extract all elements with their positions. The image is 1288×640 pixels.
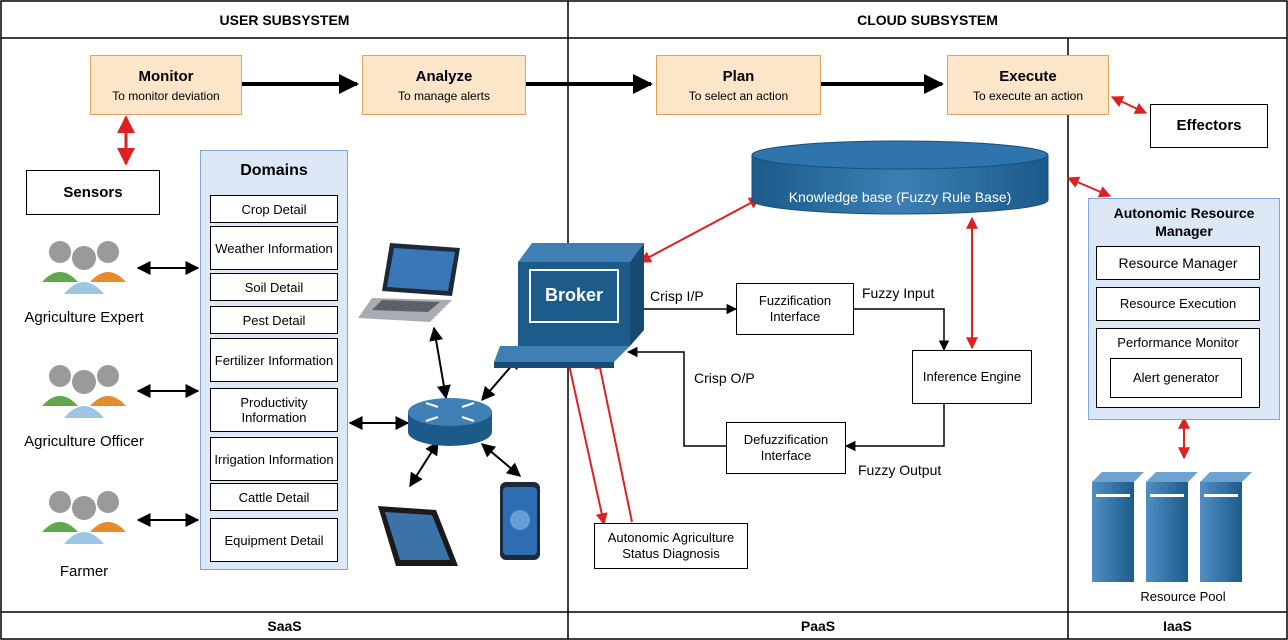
monitor-title: Monitor	[138, 67, 194, 85]
domain-item-crop-detail: Crop Detail	[210, 195, 338, 223]
domains-title: Domains	[240, 162, 308, 179]
user-subsystem-header: USER SUBSYSTEM	[219, 12, 350, 28]
kb-broker-arrow	[638, 197, 762, 263]
arm-title: Autonomic Resource Manager	[1113, 205, 1255, 239]
knowledge-base-cylinder	[751, 140, 1049, 215]
resource-pool-servers-icon	[1092, 472, 1252, 582]
paas-footer: PaaS	[800, 618, 836, 634]
phone-icon	[500, 482, 540, 560]
resource-manager-box: Resource Manager	[1096, 246, 1260, 280]
domain-item-fertilizer: Fertilizer Information	[210, 338, 338, 382]
farmer-icon	[42, 491, 126, 544]
execute-title: Execute	[999, 67, 1057, 85]
domain-item-equipment: Equipment Detail	[210, 518, 338, 562]
fuzzy-output-arrow	[844, 404, 945, 452]
defuzzification-interface-box: Defuzzification Interface	[726, 422, 846, 474]
iaas-footer: IaaS	[1163, 618, 1192, 634]
analyze-box: Analyze To manage alerts	[362, 55, 526, 115]
status-diagnosis-box: Autonomic Agriculture Status Diagnosis	[594, 523, 748, 569]
agriculture-expert-label: Agriculture Expert	[24, 309, 144, 326]
domain-item-pest: Pest Detail	[210, 306, 338, 334]
alert-generator-box: Alert generator	[1110, 358, 1242, 398]
kb-arm-arrow	[1066, 176, 1112, 198]
execute-effectors-arrow	[1110, 96, 1148, 114]
domain-item-soil: Soil Detail	[210, 273, 338, 301]
crisp-ip-label: Crisp I/P	[650, 288, 704, 304]
agriculture-expert-icon	[42, 241, 126, 294]
effectors-box: Effectors	[1150, 104, 1268, 148]
agriculture-officer-label: Agriculture Officer	[24, 433, 144, 450]
resource-execution-box: Resource Execution	[1096, 287, 1260, 321]
inference-engine-box: Inference Engine	[912, 350, 1032, 404]
agriculture-officer-icon	[42, 365, 126, 418]
fuzzy-output-label: Fuzzy Output	[858, 462, 942, 478]
router-laptop-arrow	[429, 326, 451, 400]
crisp-op-arrow	[626, 346, 726, 447]
broker-label: Broker	[544, 285, 604, 305]
analyze-title: Analyze	[415, 67, 473, 85]
cloud-subsystem-header: CLOUD SUBSYSTEM	[857, 12, 998, 28]
farmer-label: Farmer	[59, 563, 109, 580]
diagnosis-broker-arrow	[594, 356, 633, 523]
fuzzification-interface-box: Fuzzification Interface	[736, 283, 854, 335]
sensors-box: Sensors	[26, 170, 160, 215]
analyze-subtitle: To manage alerts	[397, 88, 491, 103]
domain-item-irrigation: Irrigation Information	[210, 437, 338, 481]
laptop-icon	[358, 243, 460, 322]
domain-item-productivity: Productivity Information	[210, 388, 338, 432]
execute-box: Execute To execute an action	[947, 55, 1109, 115]
broker-computer-icon	[494, 243, 644, 368]
monitor-box: Monitor To monitor deviation	[90, 55, 242, 115]
domain-item-cattle: Cattle Detail	[210, 483, 338, 511]
resource-pool-label: Resource Pool	[1140, 589, 1226, 604]
tablet-icon	[378, 506, 458, 566]
broker-diagnosis-arrow	[567, 359, 608, 526]
monitor-subtitle: To monitor deviation	[112, 88, 220, 103]
fuzzy-input-label: Fuzzy Input	[862, 285, 935, 301]
plan-title: Plan	[722, 67, 755, 85]
knowledge-base-label: Knowledge base (Fuzzy Rule Base)	[788, 189, 1012, 205]
plan-subtitle: To select an action	[688, 88, 789, 103]
plan-box: Plan To select an action	[656, 55, 821, 115]
performance-monitor-label: Performance Monitor	[1117, 335, 1239, 350]
saas-footer: SaaS	[267, 618, 302, 634]
execute-subtitle: To execute an action	[972, 88, 1084, 103]
router-icon	[408, 398, 492, 446]
fuzzy-input-arrow	[854, 308, 950, 352]
router-phone-arrow	[480, 443, 522, 477]
router-tablet-arrow	[409, 440, 439, 488]
domain-item-weather: Weather Information	[210, 226, 338, 270]
crisp-op-label: Crisp O/P	[694, 370, 755, 386]
